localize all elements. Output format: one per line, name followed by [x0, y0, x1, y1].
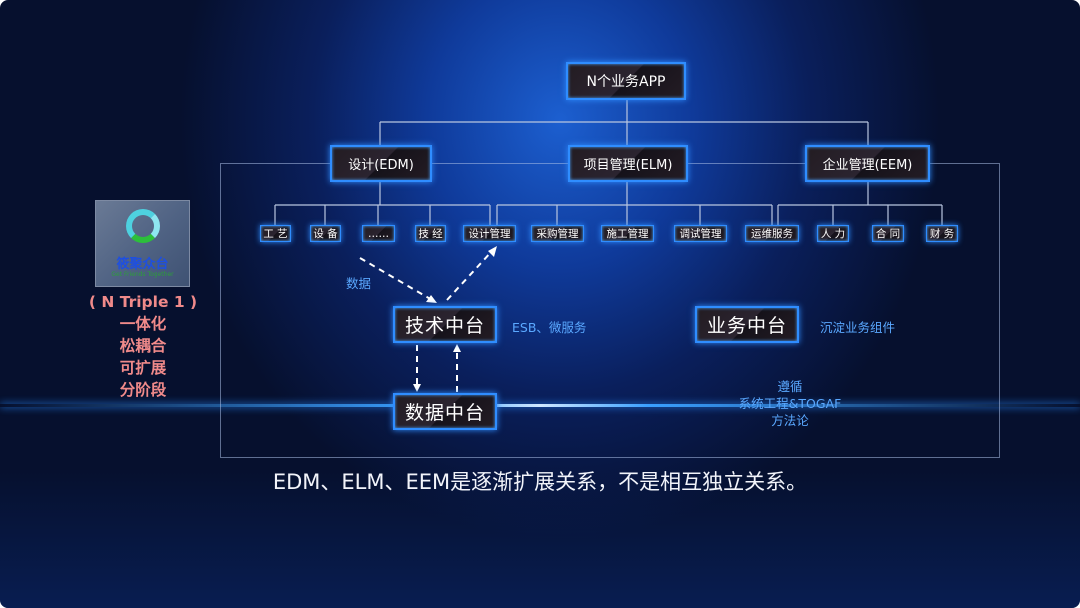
arrowhead — [453, 344, 461, 352]
tech-note: ESB、微服务 — [512, 320, 587, 335]
logo-ring-icon — [126, 209, 160, 243]
business-note: 沉淀业务组件 — [820, 320, 896, 335]
arrowhead — [426, 295, 437, 303]
leaf-equipment: 设 备 — [310, 225, 341, 242]
leaf-more: …… — [362, 225, 395, 242]
tree-line-top — [379, 100, 869, 145]
arrowhead — [413, 384, 421, 392]
data-flow-label: 数据 — [346, 276, 372, 291]
caption: EDM、ELM、EEM是逐渐扩展关系，不是相互独立关系。 — [272, 470, 808, 494]
tech-platform: 技术中台 — [393, 306, 497, 343]
arrowhead — [488, 246, 497, 257]
leaf-operations: 运维服务 — [745, 225, 799, 242]
light-beam — [0, 404, 1080, 407]
tree-line-edm — [274, 182, 491, 225]
leaf-design-mgmt: 设计管理 — [463, 225, 516, 242]
logo: 筱聚众台 Get Friends Together — [95, 200, 190, 287]
principle: 松耦合 — [119, 337, 167, 355]
leaf-finance: 财 务 — [926, 225, 958, 242]
business-platform: 业务中台 — [695, 306, 799, 343]
leaf-contract: 合 同 — [872, 225, 904, 242]
domain-edm: 设计(EDM) — [330, 145, 432, 182]
principle: 可扩展 — [119, 359, 167, 377]
tree-line-elm — [496, 182, 773, 225]
logo-text: 筱聚众台 — [116, 257, 169, 272]
method-line: 系统工程&TOGAF — [738, 396, 842, 411]
leaf-procurement: 采购管理 — [531, 225, 584, 242]
principle: 分阶段 — [119, 381, 167, 399]
business-apps-box: N个业务APP — [566, 62, 686, 100]
arrow-data-to-tech — [359, 257, 433, 301]
leaf-commissioning: 调试管理 — [674, 225, 727, 242]
leaf-process: 工 艺 — [260, 225, 291, 242]
logo-subtext: Get Friends Together — [111, 271, 174, 278]
principle: 一体化 — [119, 315, 167, 333]
leaf-tech-econ: 技 经 — [415, 225, 446, 242]
arrow-tech-to-design — [446, 249, 494, 301]
method-line: 方法论 — [771, 413, 809, 428]
principle-title: ( N Triple 1 ) — [88, 293, 198, 311]
method-note: 遵循 系统工程&TOGAF 方法论 — [720, 378, 860, 429]
domain-elm: 项目管理(ELM) — [568, 145, 688, 182]
leaf-hr: 人 力 — [817, 225, 849, 242]
tree-line-eem — [777, 182, 943, 225]
domain-eem: 企业管理(EEM) — [805, 145, 930, 182]
data-platform: 数据中台 — [393, 393, 497, 430]
principles: ( N Triple 1 ) 一体化 松耦合 可扩展 分阶段 — [60, 291, 226, 401]
method-line: 遵循 — [777, 379, 803, 394]
leaf-construction: 施工管理 — [601, 225, 654, 242]
